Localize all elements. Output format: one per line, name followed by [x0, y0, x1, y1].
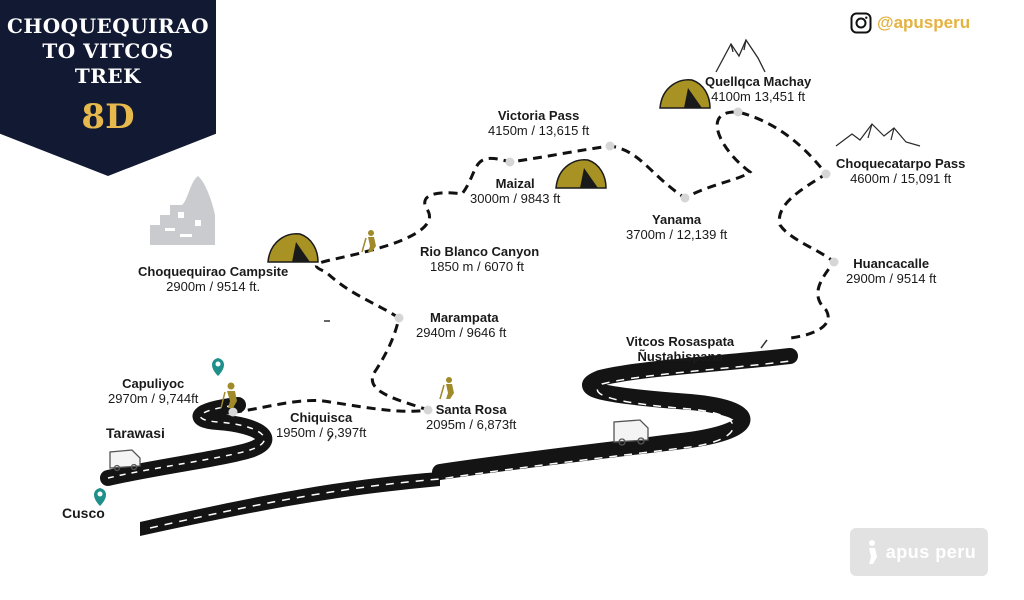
instagram-icon — [850, 12, 872, 34]
label-cusco: Cusco — [62, 505, 105, 521]
label-capuliyoc: Capuliyoc 2970m / 9,744ft — [108, 376, 199, 406]
waypoint-dots — [228, 107, 839, 417]
title-line-1: CHOQUEQUIRAO — [6, 14, 210, 38]
map-pin-icon — [94, 488, 106, 506]
mountain-icon — [715, 38, 766, 73]
brand-watermark: apus peru — [850, 528, 988, 576]
map-pin-icon — [212, 358, 224, 376]
hiker-icon — [361, 230, 376, 253]
label-victoria-pass: Victoria Pass 4150m / 13,615 ft — [488, 108, 590, 138]
road-main — [140, 348, 798, 536]
hiker-logo-icon — [868, 540, 877, 564]
instagram-handle[interactable]: @apusperu — [877, 13, 971, 32]
label-marampata: Marampata 2940m / 9646 ft — [416, 310, 507, 340]
map-mark — [327, 433, 334, 442]
label-choquequirao-campsite: Choquequirao Campsite 2900m / 9514 ft. — [138, 264, 289, 294]
mountain-icon — [835, 123, 921, 147]
label-chiquisca: Chiquisca 1950m / 6,397ft — [276, 410, 367, 440]
label-tarawasi: Tarawasi — [106, 425, 165, 441]
label-rio-blanco-canyon: Rio Blanco Canyon 1850 m / 6070 ft — [420, 244, 540, 274]
social-handle-block[interactable]: @apusperu — [850, 12, 970, 34]
title-line-2: TO VITCOS — [42, 39, 174, 63]
label-santa-rosa: Santa Rosa 2095m / 6,873ft — [426, 402, 517, 432]
label-choquecatarpo-pass: Choquecatarpo Pass 4600m / 15,091 ft — [836, 156, 966, 186]
tent-icon — [659, 78, 711, 109]
hiker-icon — [439, 377, 454, 400]
title-line-3: TREK — [74, 64, 142, 88]
map-mark — [760, 339, 768, 349]
label-yanama: Yanama 3700m / 12,139 ft — [626, 212, 728, 242]
label-maizal: Maizal 3000m / 9843 ft — [470, 176, 561, 206]
tent-icon — [267, 232, 319, 263]
title-banner: CHOQUEQUIRAO TO VITCOS TREK 8D — [0, 0, 216, 176]
label-quellqca-machay: Quellqca Machay 4100m 13,451 ft — [705, 74, 812, 104]
van-icon — [109, 449, 141, 472]
label-huancacalle: Huancacalle 2900m / 9514 ft — [846, 256, 937, 286]
trek-duration: 8D — [81, 97, 135, 137]
label-vitcos-rosaspata: Vitcos Rosaspata Ñustahispana — [626, 334, 735, 364]
hiker-icon — [220, 382, 237, 409]
van-icon — [613, 419, 649, 446]
road-left — [100, 397, 273, 486]
tent-icon — [555, 158, 607, 189]
ruins-icon — [150, 176, 215, 245]
watermark-text: apus peru — [885, 541, 977, 562]
